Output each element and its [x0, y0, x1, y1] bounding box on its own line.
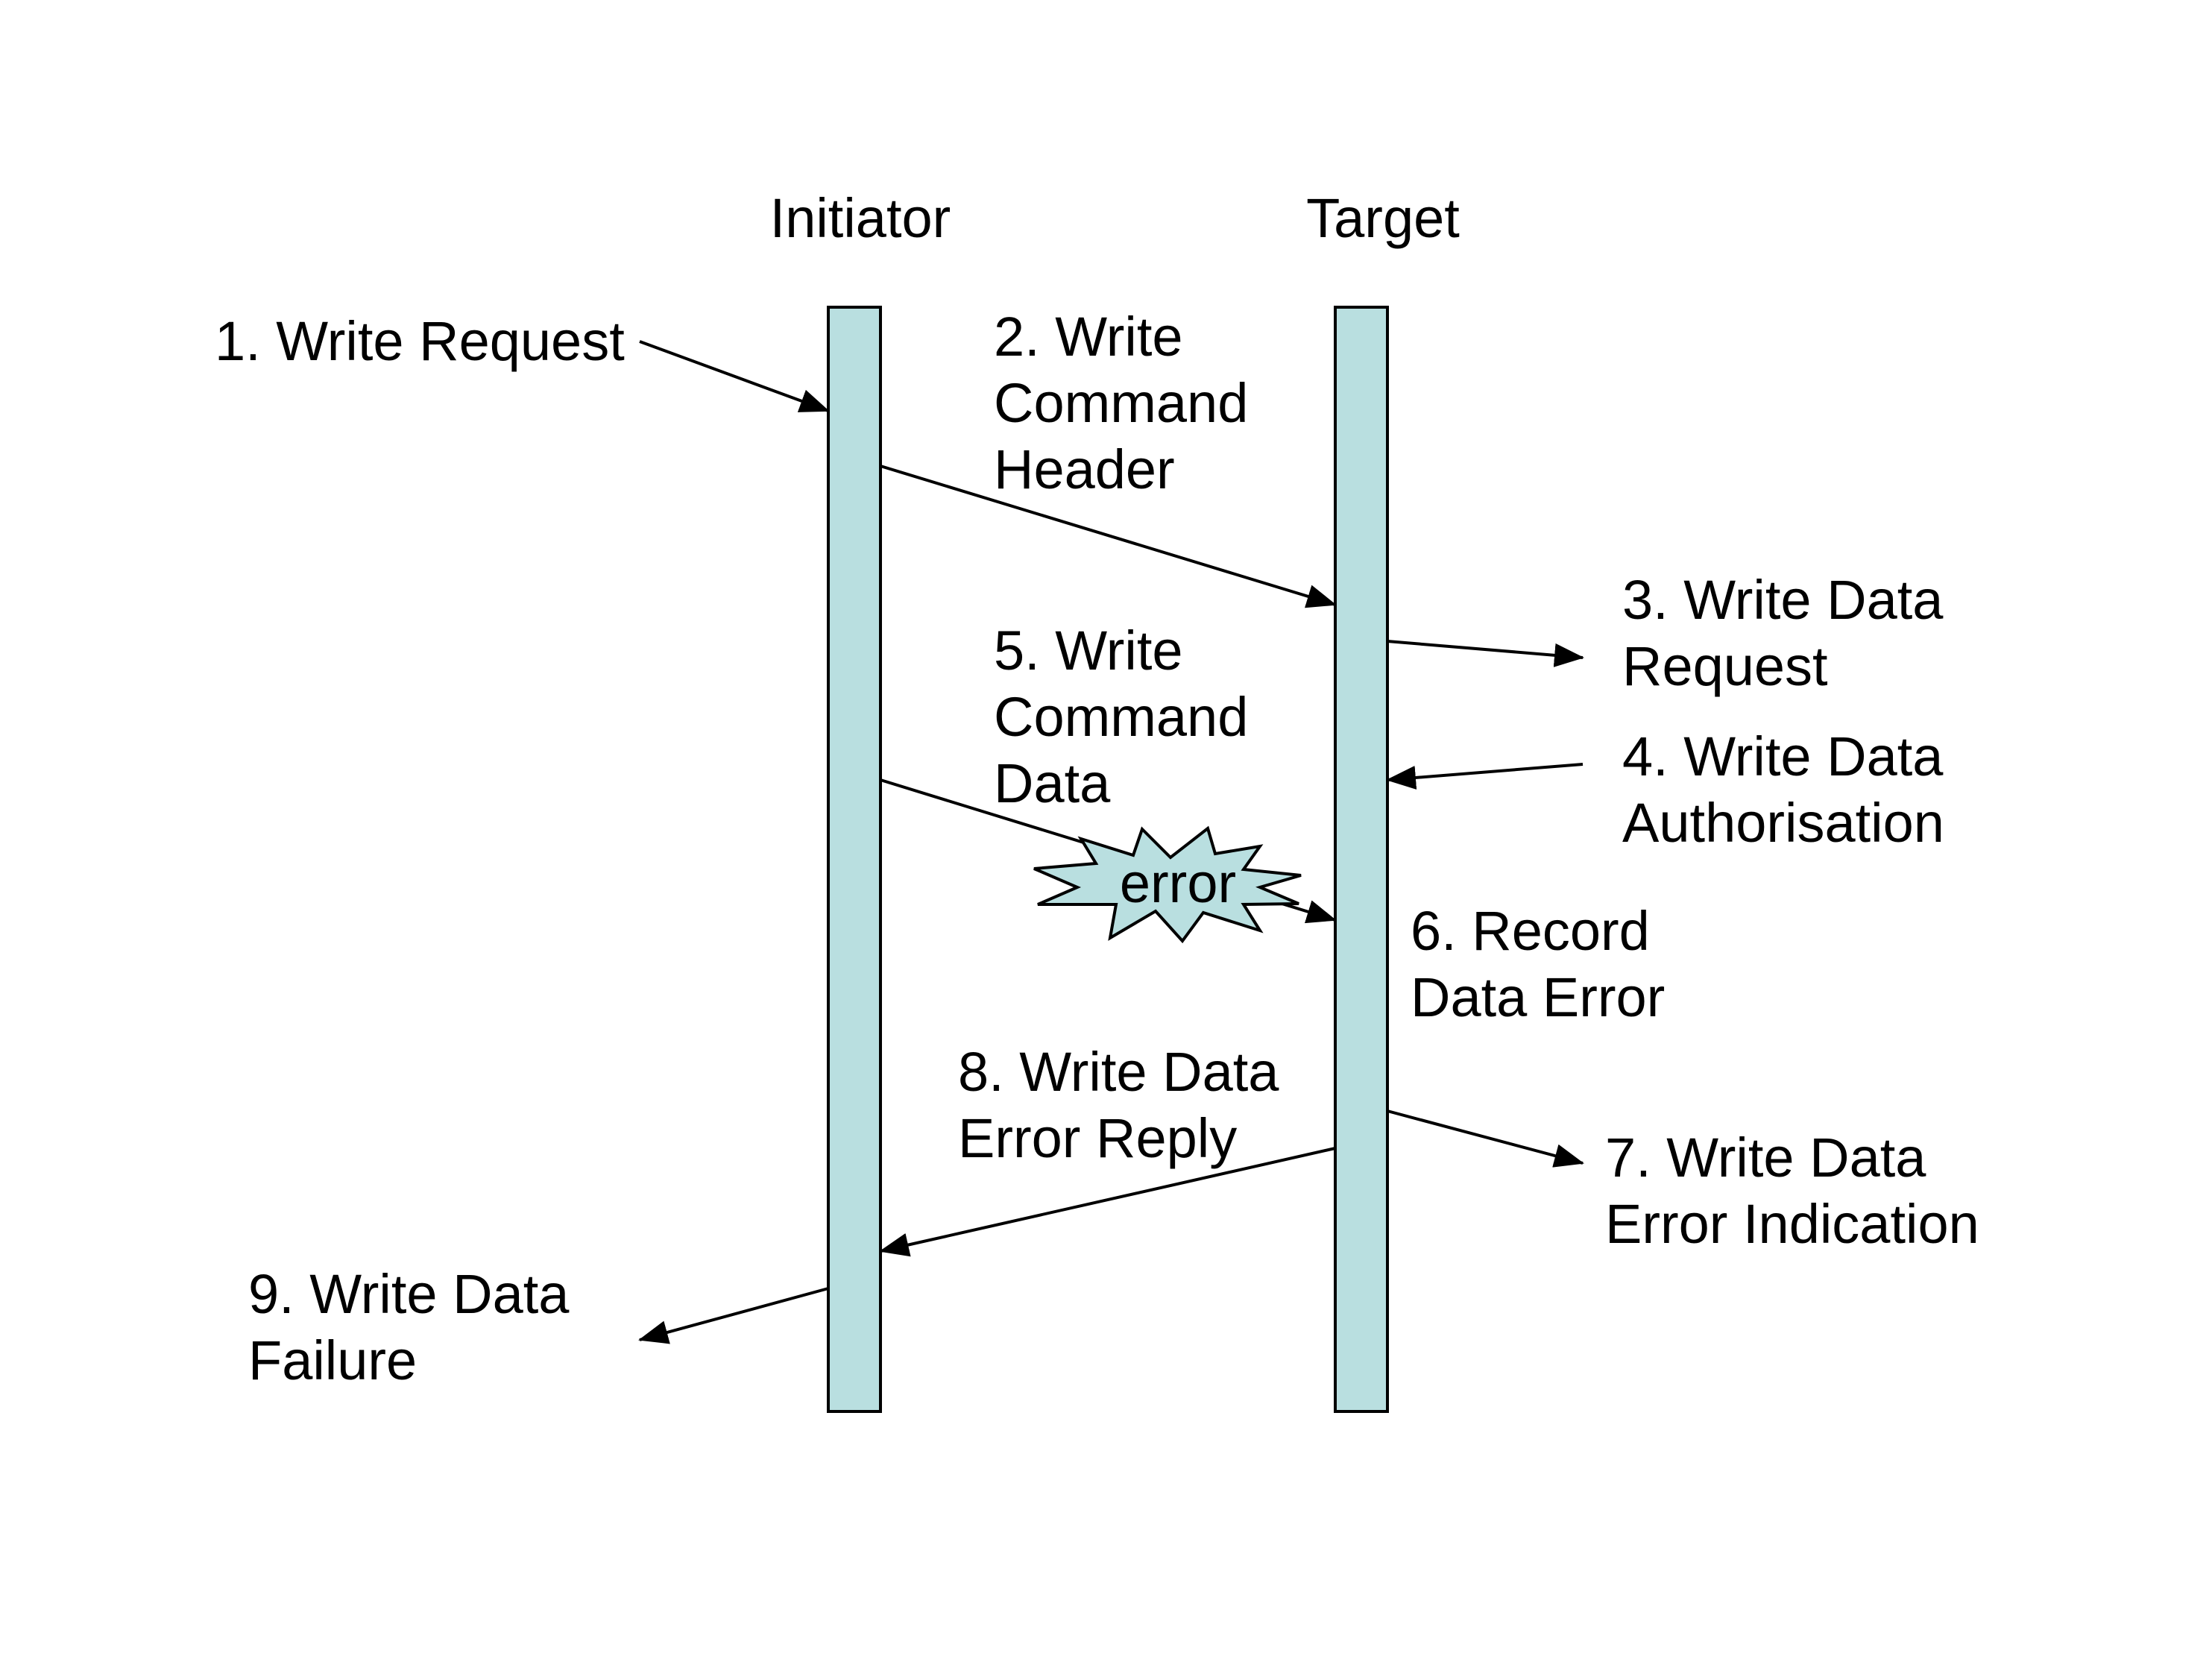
label-write-data-authorisation: 4. Write Data Authorisation — [1622, 725, 1959, 854]
error-burst-icon — [1033, 825, 1302, 944]
target-lifeline — [1334, 306, 1389, 1413]
label-write-data-request: 3. Write Data Request — [1622, 569, 1959, 697]
initiator-header: Initiator — [770, 187, 951, 249]
arrow-write-data-request — [1387, 640, 1584, 667]
label-write-data-error-indication: 7. Write Data Error Indication — [1605, 1127, 1979, 1255]
label-write-data-error-reply: 8. Write Data Error Reply — [958, 1041, 1294, 1169]
label-write-command-header: 2. Write Command Header — [994, 306, 1264, 500]
label-write-request: 1. Write Request — [215, 310, 625, 372]
arrow-write-data-error-reply — [879, 1147, 1336, 1257]
arrow-write-data-authorisation — [1386, 763, 1584, 790]
label-record-data-error: 6. Record Data Error — [1411, 900, 1665, 1028]
arrow-write-data-error-indication — [1387, 1109, 1584, 1168]
arrow-write-data-failure — [638, 1287, 829, 1344]
arrow-write-command-header — [880, 465, 1337, 608]
label-write-data-failure: 9. Write Data Failure — [248, 1263, 584, 1391]
label-write-command-data: 5. Write Command Data — [994, 620, 1264, 814]
target-header: Target — [1306, 187, 1460, 249]
arrow-write-request — [639, 340, 830, 412]
error-burst-label: error — [1120, 852, 1236, 914]
initiator-lifeline — [827, 306, 882, 1413]
